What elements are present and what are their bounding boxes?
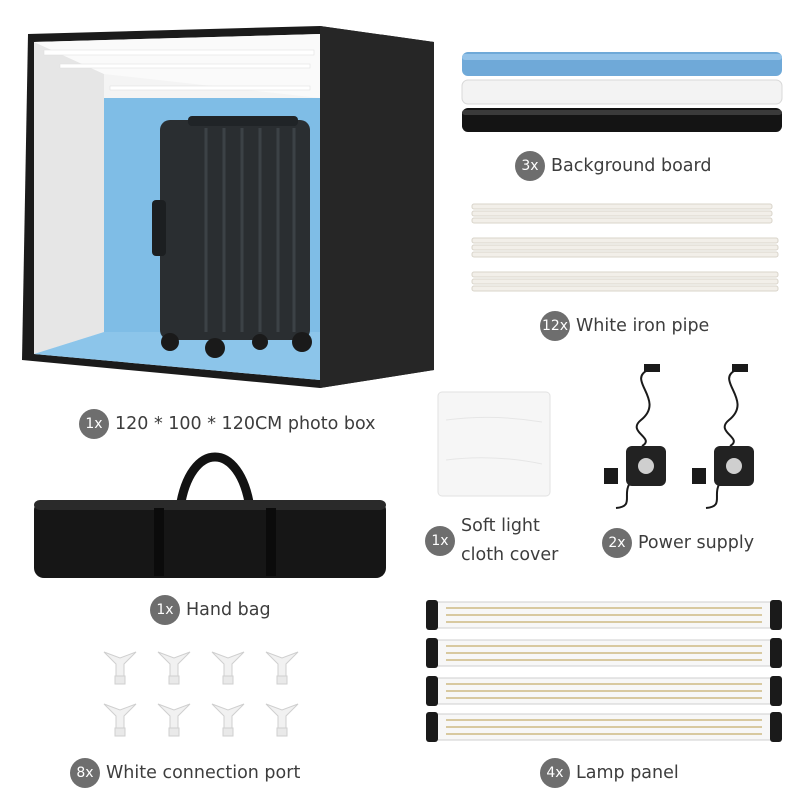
background-board-image bbox=[460, 50, 784, 136]
item-name: White connection port bbox=[106, 763, 301, 783]
item-name: Hand bag bbox=[186, 600, 271, 620]
item-name: Lamp panel bbox=[576, 763, 679, 783]
quantity-badge: 4x bbox=[540, 758, 570, 788]
quantity-badge: 2x bbox=[602, 528, 632, 558]
item-name: Background board bbox=[551, 156, 712, 176]
label-background-board: 3x Background board bbox=[515, 151, 712, 181]
quantity-badge: 8x bbox=[70, 758, 100, 788]
iron-pipe-image bbox=[470, 200, 780, 296]
lamp-panel-image bbox=[426, 598, 782, 744]
item-name: 120 * 100 * 120CM photo box bbox=[115, 414, 376, 434]
item-name: Power supply bbox=[638, 533, 755, 553]
connection-port-image bbox=[100, 646, 310, 742]
quantity-badge: 12x bbox=[540, 311, 570, 341]
label-iron-pipe: 12x White iron pipe bbox=[540, 311, 709, 341]
label-connection-port: 8x White connection port bbox=[70, 758, 300, 788]
quantity-badge: 1x bbox=[150, 595, 180, 625]
hand-bag-image bbox=[30, 446, 392, 580]
quantity-badge: 1x bbox=[79, 409, 109, 439]
power-supply-image bbox=[596, 360, 780, 510]
label-lamp-panel: 4x Lamp panel bbox=[540, 758, 679, 788]
quantity-badge: 1x bbox=[425, 526, 455, 556]
label-photo-box: 1x 120 * 100 * 120CM photo box bbox=[79, 409, 376, 439]
item-name-line1: Soft light bbox=[461, 516, 540, 536]
photo-box-image bbox=[20, 20, 440, 388]
soft-cloth-image bbox=[436, 390, 552, 498]
label-power-supply: 2x Power supply bbox=[602, 528, 754, 558]
quantity-badge: 3x bbox=[515, 151, 545, 181]
label-hand-bag: 1x Hand bag bbox=[150, 595, 271, 625]
item-name-line2: cloth cover bbox=[461, 545, 559, 565]
item-name: White iron pipe bbox=[576, 316, 710, 336]
label-soft-cloth: 1x Soft light cloth cover bbox=[425, 512, 558, 570]
